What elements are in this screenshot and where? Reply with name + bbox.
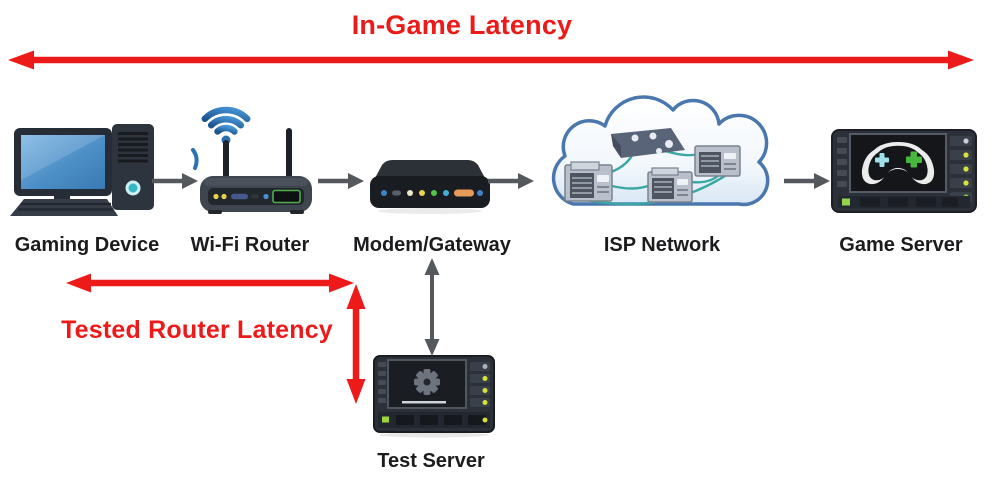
flow-arrow-device-router (152, 173, 198, 189)
in-game-latency-label: In-Game Latency (351, 10, 573, 40)
isp-server-icon (647, 167, 693, 203)
flow-arrow-isp-gameserver (784, 173, 830, 189)
flow-arrow-modem-isp (488, 173, 534, 189)
wifi-router-label: Wi-Fi Router (190, 234, 310, 256)
isp-network-cloud-icon (551, 95, 770, 207)
in-game-latency-arrow (8, 50, 974, 70)
modem-gateway-label: Modem/Gateway (353, 234, 511, 256)
game-server-icon (831, 129, 977, 213)
modem-test-server-arrow (424, 258, 440, 356)
isp-server-icon (564, 161, 613, 202)
gaming-device-icon (10, 124, 154, 216)
tested-router-latency-arrow-horizontal (66, 273, 354, 293)
gear-icon (414, 369, 440, 395)
test-server-icon (373, 355, 495, 438)
isp-server-icon (694, 145, 741, 177)
gaming-device-label: Gaming Device (14, 234, 160, 256)
tested-router-latency-arrow-vertical (346, 284, 366, 404)
wifi-router-icon (191, 106, 312, 214)
isp-switch-icon (611, 128, 685, 158)
game-server-label: Game Server (839, 234, 963, 256)
modem-gateway-icon (370, 160, 490, 214)
wifi-signal-icon (201, 106, 251, 135)
flow-arrow-router-modem (318, 173, 364, 189)
isp-network-label: ISP Network (603, 234, 721, 256)
test-server-label: Test Server (377, 450, 485, 472)
tested-router-latency-label: Tested Router Latency (61, 316, 333, 344)
gamepad-icon (861, 142, 935, 185)
